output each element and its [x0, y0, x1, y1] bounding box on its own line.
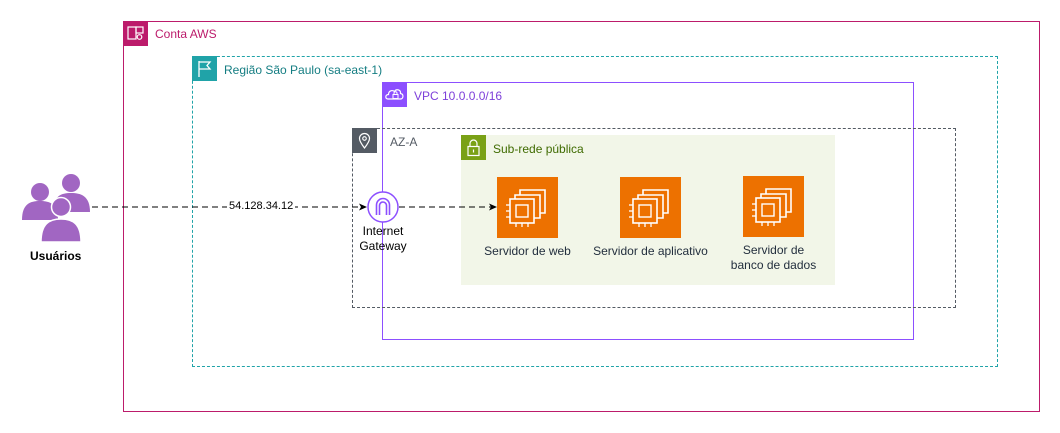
flag-icon: [192, 56, 217, 81]
web-server-label: Servidor de web: [472, 244, 583, 259]
database-server-label-line2: banco de dados: [730, 258, 817, 272]
web-server-node: [497, 177, 558, 238]
web-server-label-line1: Servidor de web: [484, 244, 571, 258]
users-node: [20, 172, 92, 244]
users-label: Usuários: [30, 249, 82, 263]
aws-account-label: Conta AWS: [155, 27, 217, 41]
aws-account-icon: [123, 21, 148, 46]
aws-account-group: [123, 21, 1040, 412]
az-label: AZ-A: [390, 135, 418, 149]
internet-gateway-icon: [367, 191, 399, 223]
availability-zone-group: [352, 128, 956, 308]
database-server-label: Servidor de banco de dados: [718, 243, 829, 273]
database-server-label-line1: Servidor de: [742, 243, 805, 257]
subnet-label: Sub-rede pública: [493, 142, 584, 156]
database-server-node: [743, 176, 804, 237]
region-label: Região São Paulo (sa-east-1): [224, 63, 383, 77]
users-icon: [22, 174, 90, 243]
ip-edge-label: 54.128.34.12: [227, 199, 296, 213]
application-server-label-line1: Servidor de aplicativo: [593, 244, 708, 258]
ec2-instance-icon: [620, 177, 681, 238]
location-pin-icon: [352, 128, 377, 153]
internet-gateway-label-line1: Internet: [362, 224, 404, 238]
lock-icon: [461, 135, 486, 160]
application-server-label: Servidor de aplicativo: [585, 244, 716, 259]
internet-gateway-label: Internet Gateway: [343, 224, 423, 254]
application-server-node: [620, 177, 681, 238]
vpc-label: VPC 10.0.0.0/16: [414, 89, 503, 103]
internet-gateway-label-line2: Gateway: [359, 239, 407, 253]
region-group: [192, 56, 998, 367]
vpc-cloud-icon: [382, 82, 407, 107]
ec2-instance-icon: [743, 176, 804, 237]
internet-gateway-node: [367, 191, 399, 223]
ec2-instance-icon: [497, 177, 558, 238]
